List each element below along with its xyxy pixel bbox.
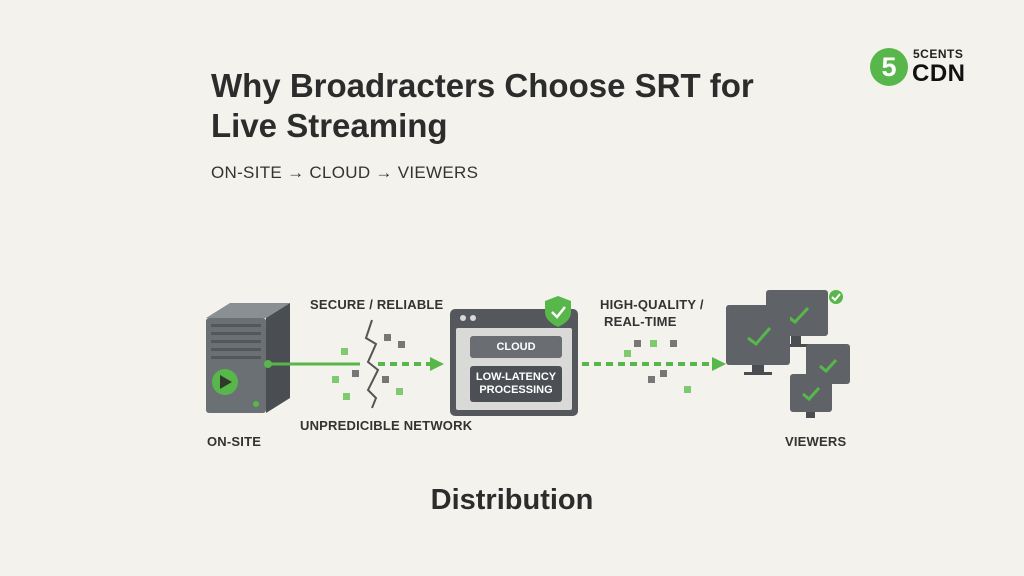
flow-subtitle: ON-SITE → CLOUD → VIEWERS [211, 163, 479, 182]
monitor-icon [726, 305, 790, 375]
title-line-2: Live Streaming [211, 107, 448, 144]
shield-check-icon [545, 296, 571, 327]
quality-line-1: HIGH-QUALITY / [600, 297, 704, 312]
processing-label: LOW-LATENCY PROCESSING [470, 371, 562, 397]
title-line-1: Why Broadracters Choose SRT for [211, 67, 754, 104]
cloud-label: CLOUD [496, 341, 536, 353]
logo-text-top: 5CENTS [913, 47, 964, 61]
cloud-window-icon [450, 309, 578, 416]
onsite-label: ON-SITE [207, 434, 262, 449]
secure-label: SECURE / RELIABLE [310, 297, 444, 312]
processing-line-2: PROCESSING [479, 384, 553, 396]
viewers-label: VIEWERS [785, 434, 847, 449]
packet-squares-right [624, 340, 691, 393]
quality-line-2: REAL-TIME [604, 314, 677, 329]
logo-digit: 5 [881, 52, 897, 82]
processing-line-1: LOW-LATENCY [475, 371, 557, 383]
check-icon [829, 290, 843, 304]
logo-text-bottom: CDN [912, 60, 966, 87]
lightning-crack-icon [364, 319, 380, 409]
arrow-right-icon [712, 357, 726, 371]
server-icon [206, 303, 290, 413]
arrow-right-icon [378, 357, 444, 371]
brand-logo: 5 5CENTS CDN [870, 46, 982, 88]
page-title: Why Broadracters Choose SRT for Live Str… [211, 66, 851, 146]
packet-squares-left [332, 334, 405, 400]
distribution-caption: Distribution [430, 484, 594, 516]
play-icon [212, 369, 238, 395]
quality-label: HIGH-QUALITY / REAL-TIME [600, 296, 704, 330]
monitor-icon [790, 374, 832, 418]
network-label: UNPREDICIBLE NETWORK [300, 418, 473, 433]
logo-badge-icon [870, 48, 908, 86]
